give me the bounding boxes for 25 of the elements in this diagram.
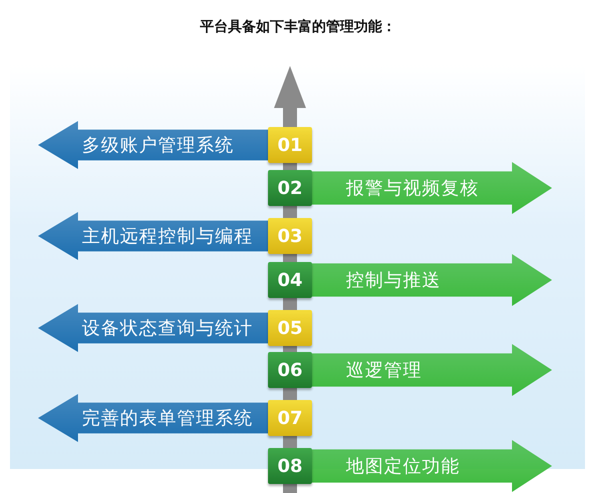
step-number: 02 [268, 170, 312, 206]
feature-label: 设备状态查询与统计 [82, 317, 253, 340]
feature-label: 主机远程控制与编程 [82, 225, 253, 248]
feature-label: 多级账户管理系统 [82, 134, 234, 157]
feature-label: 报警与视频复核 [346, 177, 479, 200]
feature-label: 地图定位功能 [346, 455, 460, 478]
feature-label: 控制与推送 [346, 269, 441, 292]
left-arrow [38, 121, 268, 169]
right-arrow [312, 162, 552, 214]
feature-label: 巡逻管理 [346, 359, 422, 382]
step-number: 03 [268, 218, 312, 254]
title: 平台具备如下丰富的管理功能： [199, 18, 397, 36]
right-arrow [312, 344, 552, 396]
feature-label: 完善的表单管理系统 [82, 407, 253, 430]
step-number: 08 [268, 448, 312, 484]
left-arrow [38, 394, 268, 442]
step-number: 06 [268, 352, 312, 388]
step-number: 07 [268, 400, 312, 436]
left-arrow [38, 212, 268, 260]
left-arrow [38, 304, 268, 352]
step-number: 04 [268, 262, 312, 298]
step-number: 01 [268, 127, 312, 163]
right-arrow [312, 254, 552, 306]
step-number: 05 [268, 310, 312, 346]
right-arrow [312, 440, 552, 492]
